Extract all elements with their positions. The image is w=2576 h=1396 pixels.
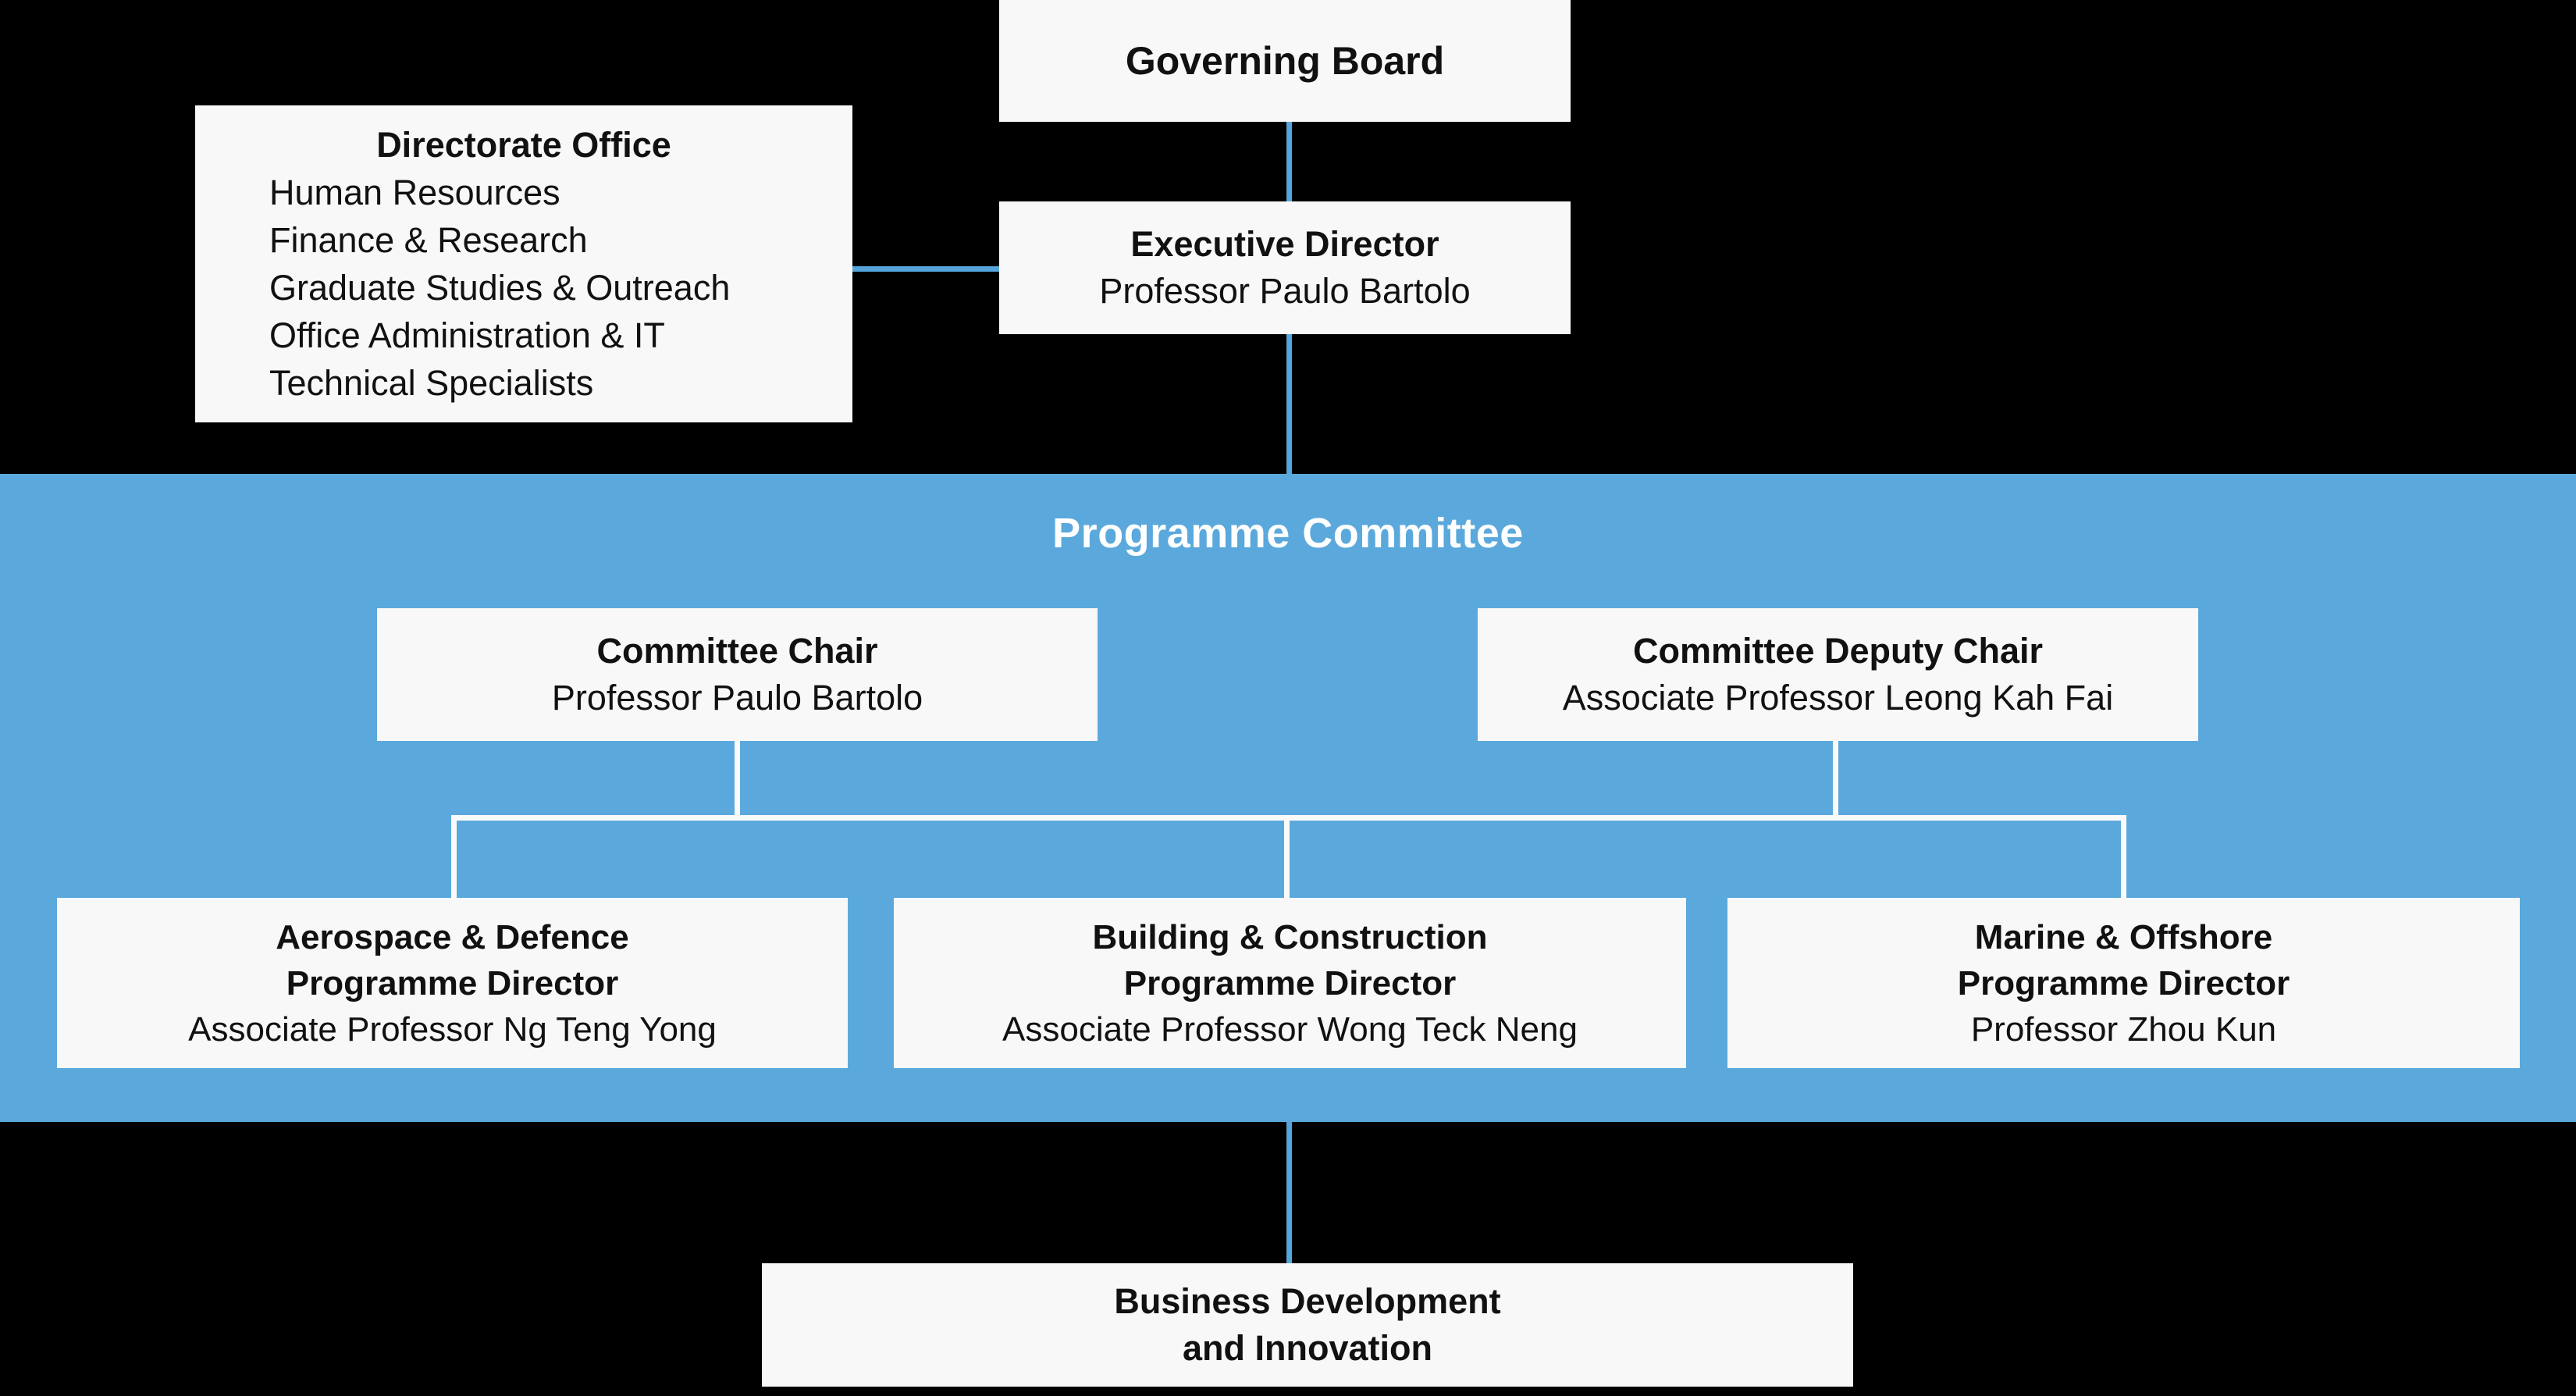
executive-director-name: Professor Paulo Bartolo: [1099, 271, 1471, 311]
business-development-box: Business Development and Innovation: [762, 1263, 1853, 1387]
building-title-line2: Programme Director: [1123, 963, 1457, 1002]
business-development-line2: and Innovation: [1183, 1328, 1432, 1368]
directorate-item: Technical Specialists: [269, 363, 594, 403]
connector-executive-to-committee: [1286, 334, 1292, 474]
building-construction-box: Building & Construction Programme Direct…: [894, 898, 1686, 1068]
connector-deputy-chair-drop: [1833, 741, 1838, 817]
building-director-name: Associate Professor Wong Teck Neng: [1002, 1010, 1578, 1049]
connector-drop-aerospace: [451, 815, 457, 898]
directorate-office-box: Directorate Office Human Resources Finan…: [195, 105, 852, 422]
marine-title-line2: Programme Director: [1957, 963, 2290, 1002]
marine-director-name: Professor Zhou Kun: [1970, 1010, 2277, 1049]
committee-chair-name: Professor Paulo Bartolo: [551, 678, 923, 718]
committee-chair-title: Committee Chair: [596, 631, 878, 671]
directorate-office-title: Directorate Office: [376, 125, 671, 165]
connector-drop-marine: [2121, 815, 2126, 898]
governing-board-title: Governing Board: [1125, 39, 1445, 83]
building-title-line1: Building & Construction: [1092, 917, 1488, 956]
committee-chair-box: Committee Chair Professor Paulo Bartolo: [377, 608, 1098, 741]
aerospace-director-name: Associate Professor Ng Teng Yong: [188, 1010, 717, 1049]
aerospace-defence-box: Aerospace & Defence Programme Director A…: [57, 898, 848, 1068]
connector-chair-drop: [735, 741, 740, 817]
programme-committee-title: Programme Committee: [1052, 510, 1524, 557]
executive-director-title: Executive Director: [1130, 224, 1439, 264]
connector-drop-building: [1284, 815, 1290, 898]
directorate-item: Office Administration & IT: [269, 315, 665, 355]
directorate-item: Human Resources: [269, 173, 560, 212]
business-development-line1: Business Development: [1114, 1281, 1501, 1321]
marine-title-line1: Marine & Offshore: [1974, 917, 2273, 956]
directorate-item: Finance & Research: [269, 220, 588, 260]
directorate-item: Graduate Studies & Outreach: [269, 268, 731, 308]
governing-board-box: Governing Board: [999, 0, 1571, 122]
executive-director-box: Executive Director Professor Paulo Barto…: [999, 201, 1571, 334]
connector-governing-to-executive: [1286, 122, 1292, 201]
connector-committee-to-business: [1286, 1122, 1292, 1263]
committee-deputy-chair-title: Committee Deputy Chair: [1632, 631, 2044, 671]
aerospace-title-line2: Programme Director: [286, 963, 619, 1002]
marine-offshore-box: Marine & Offshore Programme Director Pro…: [1727, 898, 2520, 1068]
connector-directorate-to-executive: [852, 266, 999, 272]
aerospace-title-line1: Aerospace & Defence: [276, 917, 629, 956]
committee-deputy-chair-box: Committee Deputy Chair Associate Profess…: [1478, 608, 2198, 741]
committee-deputy-chair-name: Associate Professor Leong Kah Fai: [1562, 678, 2114, 718]
